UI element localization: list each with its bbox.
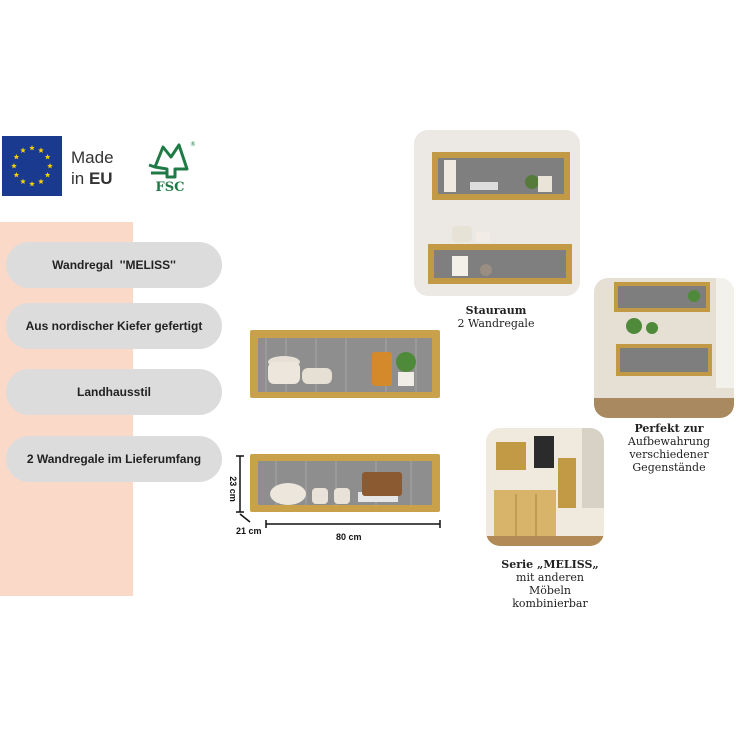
eu-star-icon — [29, 181, 35, 187]
eu-star-icon — [47, 163, 53, 169]
serie-caption: Serie „MELISS„ mit anderen Möbeln kombin… — [500, 558, 600, 610]
fsc-text: FSC — [156, 180, 185, 195]
feature-pill-quantity: 2 Wandregale im Lieferumfang — [6, 436, 222, 482]
eu-star-icon — [38, 178, 44, 185]
perfekt-title: Perfekt zur — [634, 422, 704, 435]
eu-star-icon — [44, 172, 51, 178]
feature-pill-material: Aus nordischer Kiefer gefertigt — [6, 303, 222, 349]
perfekt-line2: Aufbewahrung — [627, 435, 711, 448]
main-product-image: 23 cm 21 cm 80 cm — [226, 316, 456, 551]
eu-flag-icon — [2, 136, 62, 196]
perfekt-photo — [594, 278, 734, 418]
dimension-width: 80 cm — [336, 532, 362, 542]
serie-title: Serie „MELISS„ — [501, 558, 599, 571]
dimension-height: 23 cm — [227, 476, 238, 502]
stauraum-caption: Stauraum 2 Wandregale — [436, 304, 556, 330]
eu-star-icon — [20, 147, 26, 153]
serie-photo — [486, 428, 604, 546]
fsc-registered-mark: ® — [190, 141, 195, 148]
eu-star-icon — [29, 145, 35, 151]
made-in-line2: in EU — [71, 168, 114, 189]
made-in-line1: Made — [71, 148, 114, 167]
serie-line3: Möbeln — [528, 584, 572, 597]
eu-star-icon — [44, 154, 51, 160]
feature-pill-name: Wandregal ''MELISS'' — [6, 242, 222, 288]
feature-pill-style: Landhausstil — [6, 369, 222, 415]
fsc-logo-icon: FSC ® — [145, 139, 195, 195]
perfekt-line4: Gegenstände — [632, 461, 706, 474]
eu-star-icon — [13, 154, 20, 160]
stauraum-title: Stauraum — [465, 304, 527, 317]
eu-star-icon — [13, 172, 20, 178]
made-in-eu-label: Made in EU — [71, 147, 114, 189]
dimension-depth: 21 cm — [236, 526, 262, 536]
perfekt-caption: Perfekt zur Aufbewahrung verschiedener G… — [614, 422, 724, 474]
eu-star-icon — [20, 178, 26, 185]
made-in-prefix: in — [71, 169, 89, 188]
made-in-eu-bold: EU — [88, 169, 113, 188]
serie-line2: mit anderen — [516, 571, 584, 584]
serie-line4: kombinierbar — [512, 597, 588, 610]
stauraum-photo — [414, 130, 580, 296]
perfekt-line3: verschiedener — [629, 448, 709, 461]
stauraum-subtitle: 2 Wandregale — [457, 317, 535, 330]
eu-star-icon — [11, 163, 17, 169]
eu-star-icon — [38, 147, 44, 153]
